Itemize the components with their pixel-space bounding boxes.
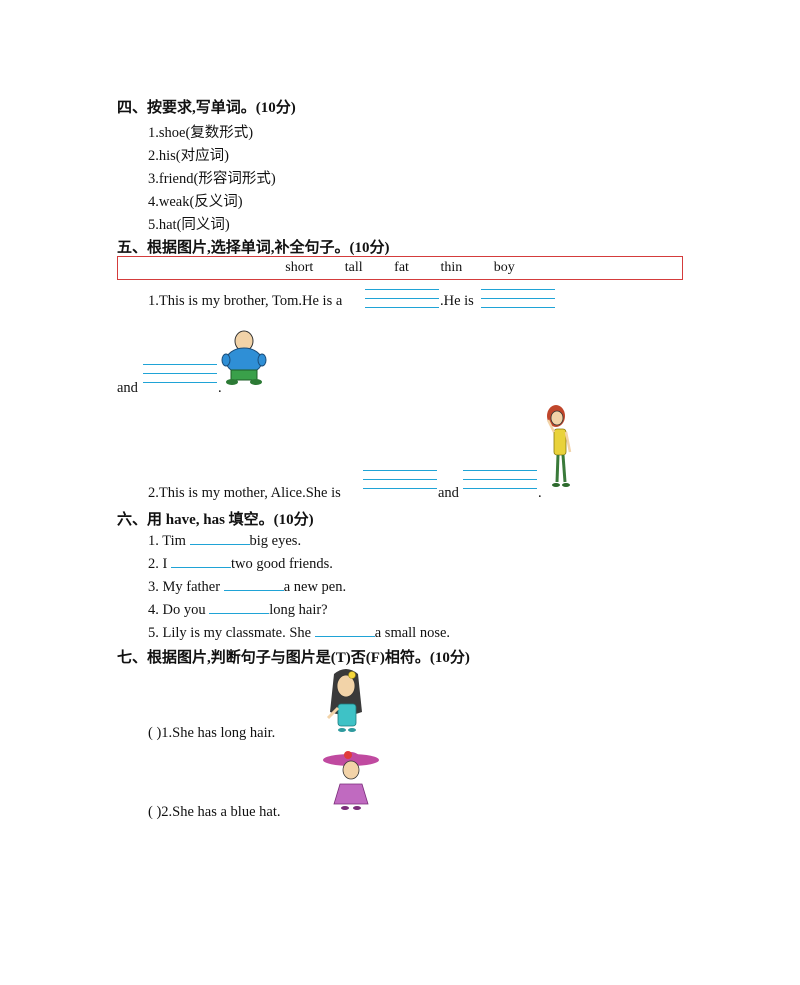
answer-line <box>481 298 555 299</box>
sec6-item-prefix: 3. My father <box>148 579 224 595</box>
word-bank-word: short <box>285 260 314 275</box>
answer-blank[interactable] <box>170 553 231 568</box>
sec5-q1-text1: 1.This is my brother, Tom.He is a <box>148 293 343 309</box>
sec6-item-5: 5. Lily is my classmate. She a small nos… <box>148 622 450 642</box>
sec7-item-text: 1.She has long hair. <box>161 725 276 741</box>
section-6-heading: 六、用 have, has 填空。(10分) <box>117 512 314 528</box>
sec6-item-3: 3. My father a new pen. <box>148 576 346 596</box>
sec7-item-1: ( )1.She has long hair. <box>148 725 275 742</box>
answer-parentheses[interactable]: ( ) <box>148 725 162 741</box>
sec5-q2-and: and <box>438 485 459 501</box>
word-bank-word: boy <box>493 260 515 275</box>
fat-boy-illustration <box>221 330 267 385</box>
word-bank-word: tall <box>344 260 363 275</box>
answer-blank[interactable] <box>463 488 537 489</box>
answer-blank[interactable] <box>209 599 270 614</box>
sec5-q1-text2: .He is <box>440 293 474 309</box>
word-bank: short tall fat thin boy <box>118 260 682 276</box>
word-bank-box: short tall fat thin boy <box>117 256 683 280</box>
sec6-item-suffix: long hair? <box>269 602 328 618</box>
answer-blank[interactable] <box>365 307 439 308</box>
answer-line <box>481 289 555 290</box>
pink-hat-girl-illustration <box>323 751 379 810</box>
word-bank-word: thin <box>440 260 463 275</box>
word-bank-word: fat <box>394 260 409 275</box>
sec4-item-3: 3.friend(形容词形式) <box>148 171 276 187</box>
sec6-item-prefix: 1. Tim <box>148 533 190 549</box>
sec4-item-1: 1.shoe(复数形式) <box>148 125 254 141</box>
sec5-q1-and: and <box>117 380 138 396</box>
answer-line <box>363 470 437 471</box>
tall-thin-woman-illustration <box>546 405 572 487</box>
sec6-item-prefix: 4. Do you <box>148 602 210 618</box>
answer-blank[interactable] <box>189 530 250 545</box>
answer-blank[interactable] <box>143 382 217 383</box>
sec6-item-prefix: 5. Lily is my classmate. She <box>148 625 315 641</box>
answer-line <box>143 364 217 365</box>
sec5-q2-text1: 2.This is my mother, Alice.She is <box>148 485 341 501</box>
sec6-item-suffix: a new pen. <box>283 579 347 595</box>
sec4-item-2: 2.his(对应词) <box>148 148 229 164</box>
sec5-q2-end: . <box>538 485 542 501</box>
sec6-item-2: 2. I two good friends. <box>148 553 333 573</box>
section-7-heading: 七、根据图片,判断句子与图片是(T)否(F)相符。(10分) <box>117 650 470 666</box>
answer-blank[interactable] <box>481 307 555 308</box>
answer-blank[interactable] <box>314 622 375 637</box>
answer-line <box>143 373 217 374</box>
answer-line <box>365 298 439 299</box>
sec4-item-5: 5.hat(同义词) <box>148 217 230 233</box>
answer-line <box>463 479 537 480</box>
sec6-item-suffix: big eyes. <box>249 533 302 549</box>
sec4-item-4: 4.weak(反义词) <box>148 194 243 210</box>
sec7-item-text: 2.She has a blue hat. <box>161 804 281 820</box>
sec7-item-2: ( )2.She has a blue hat. <box>148 804 281 821</box>
long-hair-girl-illustration <box>326 669 362 732</box>
answer-line <box>365 289 439 290</box>
sec5-q1-end: . <box>218 380 222 396</box>
answer-line <box>463 470 537 471</box>
answer-blank[interactable] <box>223 576 284 591</box>
section-5-heading: 五、根据图片,选择单词,补全句子。(10分) <box>117 240 390 256</box>
section-4-heading: 四、按要求,写单词。(10分) <box>117 100 296 116</box>
answer-parentheses[interactable]: ( ) <box>148 804 162 820</box>
sec6-item-suffix: a small nose. <box>374 625 451 641</box>
sec6-item-1: 1. Tim big eyes. <box>148 530 301 550</box>
sec6-item-4: 4. Do you long hair? <box>148 599 328 619</box>
answer-line <box>363 479 437 480</box>
answer-blank[interactable] <box>363 488 437 489</box>
sec6-item-prefix: 2. I <box>148 556 171 572</box>
sec6-item-suffix: two good friends. <box>230 556 333 572</box>
